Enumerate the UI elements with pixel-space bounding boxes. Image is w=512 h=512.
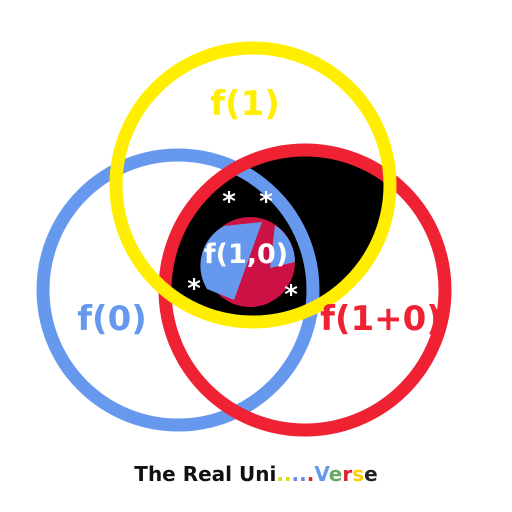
caption-letter: s <box>352 462 365 486</box>
caption-dot: . <box>283 462 292 486</box>
circle-blue <box>36 148 320 432</box>
label-left: f(0) <box>77 299 147 339</box>
caption-letter: r <box>342 462 353 486</box>
caption: The Real Uni.....Verse <box>0 462 512 486</box>
caption-letter: V <box>314 462 329 486</box>
label-right: f(1+0) <box>320 299 442 339</box>
star: * <box>284 280 298 310</box>
star: * <box>187 274 201 304</box>
caption-dot: . <box>276 462 284 486</box>
star: * <box>259 187 273 217</box>
star: * <box>222 187 236 217</box>
caption-dot: . <box>291 462 300 486</box>
label-top: f(1) <box>210 84 280 124</box>
caption-letter: e <box>328 462 343 486</box>
circle-yellow <box>109 41 397 329</box>
caption-dot: . <box>299 462 307 486</box>
center-disk <box>200 217 295 307</box>
label-center: f(1,0) <box>204 239 288 270</box>
caption-prefix: The Real Uni <box>134 462 277 486</box>
caption-letter: e <box>364 462 378 486</box>
caption-dot: . <box>306 462 315 486</box>
